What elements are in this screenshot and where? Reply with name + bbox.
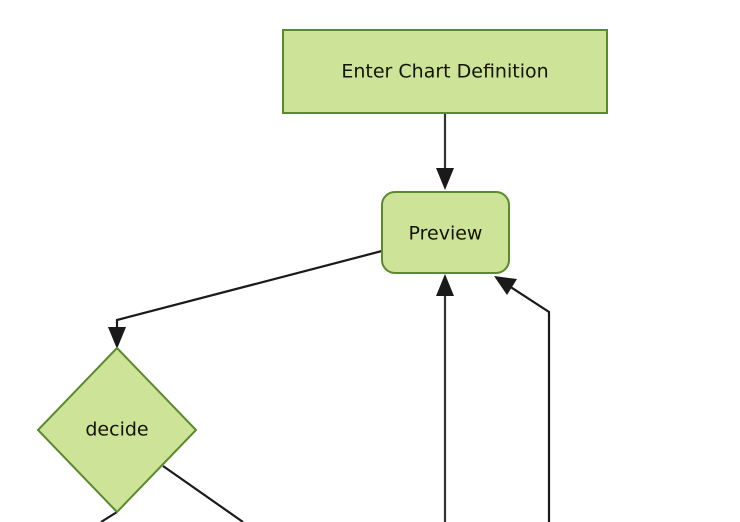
edge-decide-out-right-line <box>162 465 244 522</box>
edge-decide-out-right <box>162 465 244 522</box>
arrowhead-icon <box>436 274 454 296</box>
node-layer: Enter Chart Definition Preview decide <box>36 29 608 514</box>
node-decide-shape[interactable] <box>36 346 198 514</box>
edge-return-right-to-preview <box>494 276 551 522</box>
node-decide-label: decide <box>85 419 148 441</box>
node-preview[interactable]: Preview <box>381 191 510 274</box>
node-enter-chart-definition-label: Enter Chart Definition <box>341 61 548 83</box>
node-enter-chart-definition-shape[interactable] <box>282 29 608 114</box>
node-preview-shape[interactable] <box>381 191 510 274</box>
arrowhead-icon <box>108 327 126 349</box>
arrowhead-icon <box>436 168 454 190</box>
edge-return-center-to-preview <box>436 274 454 522</box>
edge-return-right-to-preview-line <box>505 283 551 522</box>
node-enter-chart-definition[interactable]: Enter Chart Definition <box>282 29 608 114</box>
edge-enter-to-preview <box>436 113 454 190</box>
edge-preview-to-decide <box>108 249 383 349</box>
edge-decide-out-bottom-line <box>100 511 118 522</box>
node-preview-label: Preview <box>409 223 483 245</box>
edge-decide-out-bottom <box>100 511 118 522</box>
edge-layer <box>100 113 551 522</box>
edge-preview-to-decide-line <box>115 249 383 334</box>
arrowhead-icon <box>494 276 517 295</box>
node-decide[interactable]: decide <box>36 346 198 514</box>
